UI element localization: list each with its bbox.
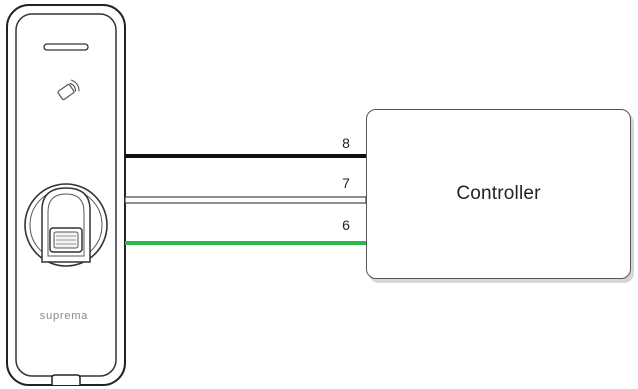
controller-box: Controller [366,109,631,279]
device-bottom-tab [51,374,81,385]
wires [124,154,367,245]
device-brand-label: suprema [39,310,89,322]
controller-label: Controller [456,183,541,204]
fingerprint-sensor [24,183,108,267]
rfid-card-icon [57,79,80,101]
wire-6-label: 6 [342,217,350,233]
wire-8-label: 8 [342,135,350,151]
wire-7-label: 7 [342,175,350,191]
wire-7 [124,196,367,204]
status-led-bar [43,43,89,51]
device [6,4,126,386]
